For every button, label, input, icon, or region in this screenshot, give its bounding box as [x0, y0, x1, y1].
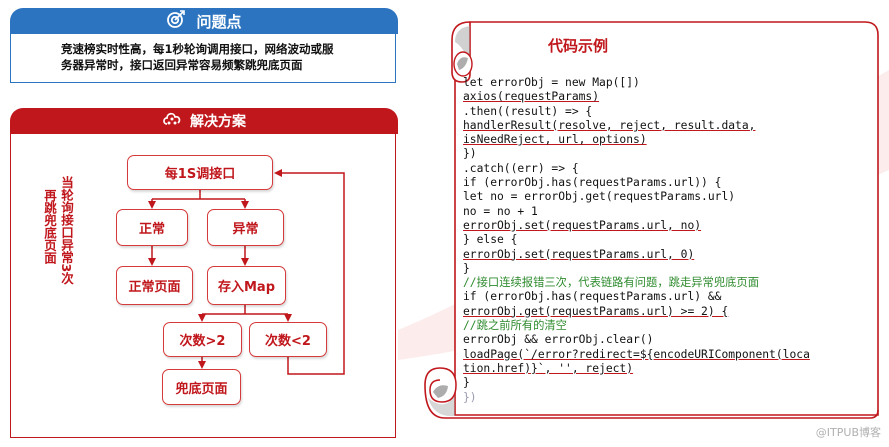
node-normal: 正常 — [116, 209, 188, 246]
solution-title: 解决方案 — [190, 114, 246, 130]
node-abnormal: 异常 — [207, 209, 284, 246]
code-line: } — [463, 261, 470, 275]
code-line: isNeedReject, url, options) — [463, 133, 647, 147]
code-line: let no = errorObj.get(requestParams.url) — [463, 190, 736, 204]
code-line: let errorObj = new Map([]) — [463, 76, 640, 89]
code-line: if (errorObj.has(requestParams.url)) { — [463, 176, 722, 190]
node-save-map: 存入Map — [207, 266, 286, 305]
watermark: @ITPUB博客 — [815, 426, 881, 439]
problem-description: 竞速榜实时性高，每1秒轮询调用接口，网络波动或服 务器异常时，接口返回异常容易频… — [10, 34, 396, 83]
side-note-col-1: 当轮询接口异常3次 — [59, 176, 74, 285]
code-line: errorObj.set(requestParams.url, 0) — [463, 247, 695, 261]
code-line: errorObj && errorObj.clear() — [463, 333, 654, 347]
node-count-lt2: 次数<2 — [249, 322, 327, 357]
solution-header: 解决方案 — [10, 108, 398, 134]
code-listing: let errorObj = new Map([]) axios(request… — [463, 76, 810, 405]
node-count-gt2: 次数>2 — [163, 322, 242, 357]
code-line: } — [463, 376, 470, 390]
code-line: no = no + 1 — [463, 204, 538, 218]
problem-header: 问题点 — [10, 8, 398, 34]
code-comment: //接口连续报错三次，代表链路有问题，跳走异常兜底页面 — [463, 276, 760, 290]
code-line: .catch((err) => { — [463, 161, 579, 175]
target-icon — [166, 9, 186, 33]
code-line: tion.href)}`, '', reject) — [463, 361, 634, 375]
node-normal-page: 正常页面 — [116, 266, 193, 305]
code-title: 代码示例 — [548, 37, 609, 55]
cloud-share-icon — [162, 110, 182, 132]
code-line: .then((result) => { — [463, 104, 593, 118]
code-line: handlerResult(resolve, reject, result.da… — [463, 118, 756, 132]
node-fallback-page: 兜底页面 — [162, 369, 241, 405]
code-comment: //跳之前所有的清空 — [463, 319, 567, 333]
code-line: errorObj.get(requestParams.url) >= 2) { — [463, 304, 729, 318]
node-poll-api: 每1S调接口 — [127, 155, 273, 190]
code-line: errorObj.set(requestParams.url, no) — [463, 218, 702, 232]
problem-card: 问题点 竞速榜实时性高，每1秒轮询调用接口，网络波动或服 务器异常时，接口返回异… — [10, 8, 398, 85]
code-line: loadPage(`/error?redirect=${encodeURICom… — [463, 347, 810, 361]
problem-line-1: 竞速榜实时性高，每1秒轮询调用接口，网络波动或服 — [61, 42, 334, 56]
code-line: axios(requestParams) — [463, 90, 600, 104]
code-line: }) — [463, 147, 477, 161]
problem-line-2: 务器异常时，接口返回异常容易频繁跳兜底页面 — [61, 58, 303, 72]
code-line: } else { — [463, 233, 518, 247]
problem-title: 问题点 — [196, 12, 242, 31]
code-line: if (errorObj.has(requestParams.url) && — [463, 290, 722, 304]
code-line: }) — [463, 390, 477, 404]
side-note-col-2: 再跳兜底页面 — [42, 189, 57, 264]
